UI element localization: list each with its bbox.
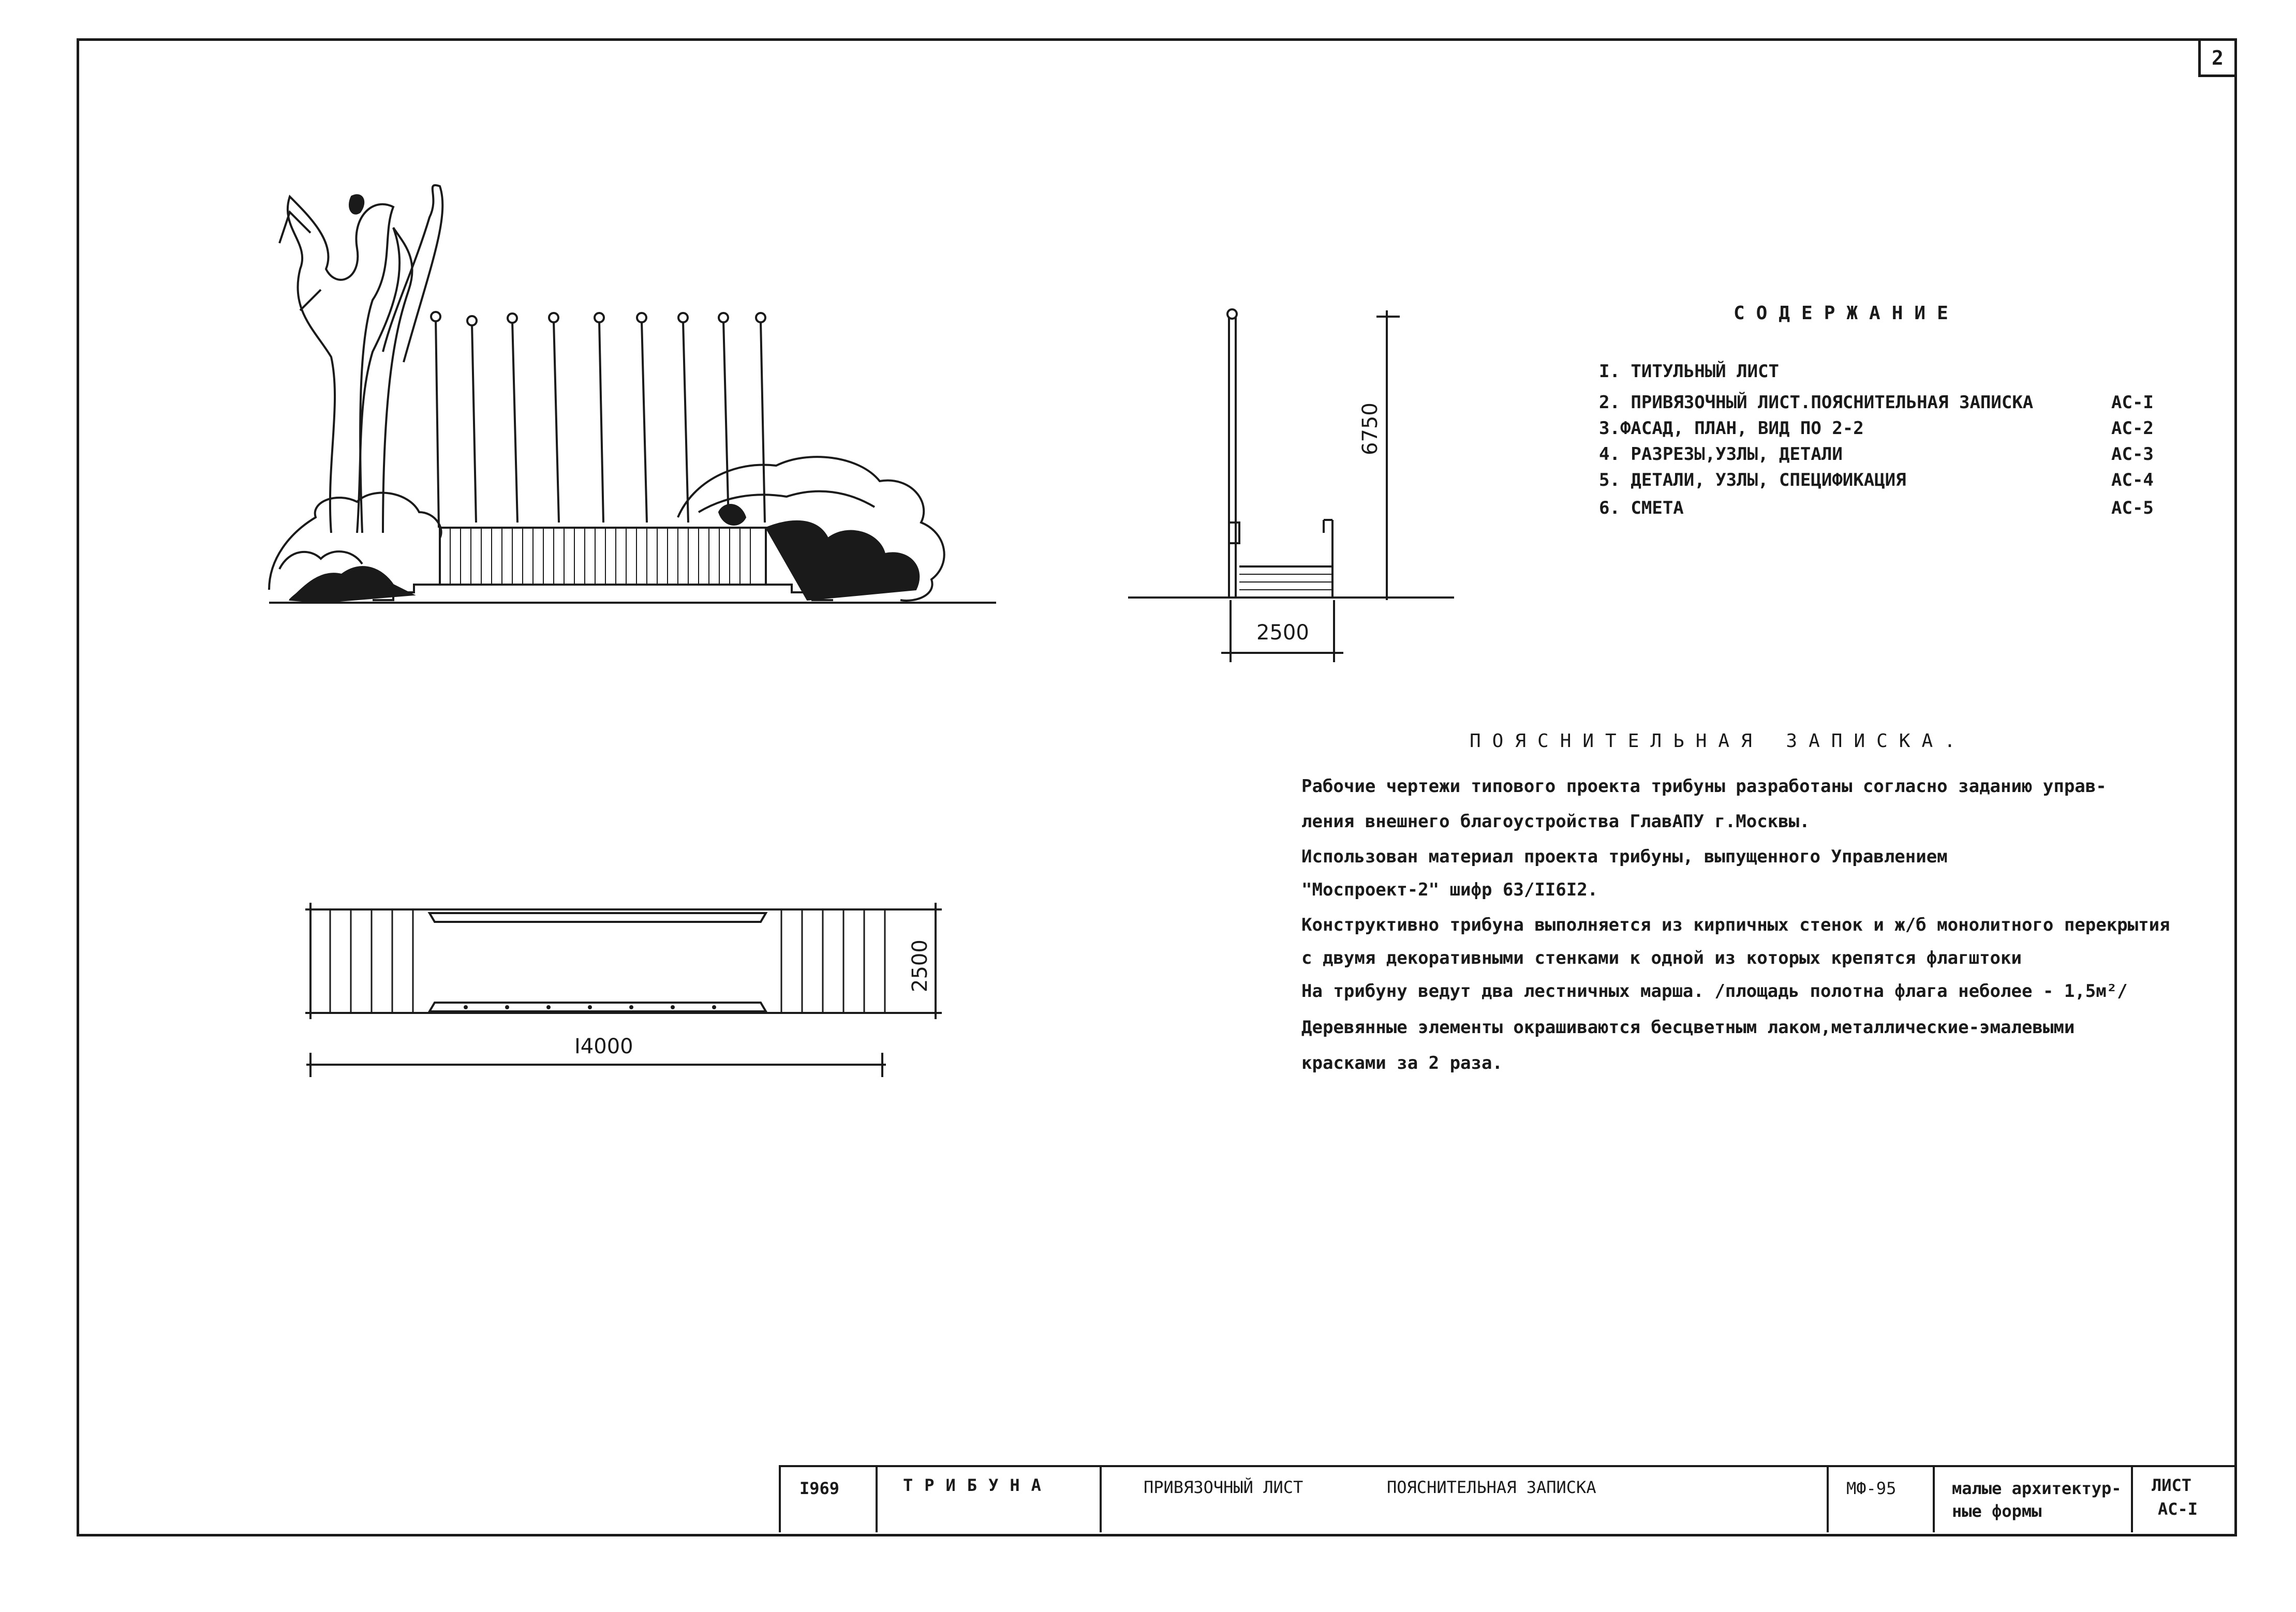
toc-item: 2. ПРИВЯЗОЧНЫЙ ЛИСТ.ПОЯСНИТЕЛЬНАЯ ЗАПИСК… <box>1599 392 2168 413</box>
title-block-sheet-label: ЛИСТ <box>2152 1475 2192 1495</box>
contents-heading: СОДЕРЖАНИЕ <box>1734 303 1960 324</box>
title-block-series: МФ-95 <box>1846 1479 1897 1498</box>
note-line: "Моспроект-2" шифр 63/II6I2. <box>1301 879 1598 900</box>
side-view <box>1128 308 1454 662</box>
note-line: На трибуну ведут два лестничных марша. /… <box>1301 981 2128 1002</box>
toc-item: 4. РАЗРЕЗЫ,УЗЛЫ, ДЕТАЛИ АС-3 <box>1599 444 2168 465</box>
title-block-object: ТРИБУНА <box>903 1475 1053 1495</box>
note-line: с двумя декоративными стенками к одной и… <box>1301 948 2022 968</box>
title-block-sheet-subtitle: ПОЯСНИТЕЛЬНАЯ ЗАПИСКА <box>1387 1477 1596 1497</box>
side-height-dimension: 6750 <box>1358 402 1382 455</box>
plan-length-dimension: I4000 <box>574 1035 633 1058</box>
title-block-category-line2: ные формы <box>1952 1501 2042 1521</box>
toc-code: АС-2 <box>2111 418 2154 439</box>
toc-item: I. ТИТУЛЬНЫЙ ЛИСТ <box>1599 361 2168 382</box>
title-block-year: I969 <box>799 1479 840 1498</box>
title-block-category-line1: малые архитектур- <box>1952 1479 2122 1498</box>
note-line: ления внешнего благоустройства ГлавАПУ г… <box>1301 811 1810 832</box>
facade-sketch <box>268 184 996 604</box>
plan-depth-dimension: 2500 <box>908 939 932 992</box>
title-block-divider <box>1933 1466 1935 1532</box>
title-block-divider <box>2131 1466 2133 1532</box>
title-block-divider <box>1827 1466 1829 1532</box>
note-line: Конструктивно трибуна выполняется из кир… <box>1301 915 2170 935</box>
toc-label: 5. ДЕТАЛИ, УЗЛЫ, СПЕЦИФИКАЦИЯ <box>1599 470 1906 490</box>
page-number: 2 <box>2198 38 2237 77</box>
toc-label: 3.ФАСАД, ПЛАН, ВИД ПО 2-2 <box>1599 418 1864 439</box>
note-line: Рабочие чертежи типового проекта трибуны… <box>1301 776 2107 797</box>
note-heading: ПОЯСНИТЕЛЬНАЯ ЗАПИСКА. <box>1470 730 1967 752</box>
toc-item: 6. СМЕТА АС-5 <box>1599 498 2168 518</box>
toc-item: 3.ФАСАД, ПЛАН, ВИД ПО 2-2 АС-2 <box>1599 418 2168 439</box>
note-line: Деревянные элементы окрашиваются бесцвет… <box>1301 1017 2075 1038</box>
side-width-dimension: 2500 <box>1256 621 1309 645</box>
toc-item: 5. ДЕТАЛИ, УЗЛЫ, СПЕЦИФИКАЦИЯ АС-4 <box>1599 470 2168 490</box>
toc-label: 6. СМЕТА <box>1599 498 1684 518</box>
plan-view <box>305 903 942 1077</box>
title-block-divider <box>1100 1466 1102 1532</box>
title-block-sheet-code: АС-I <box>2158 1499 2198 1519</box>
toc-label: 2. ПРИВЯЗОЧНЫЙ ЛИСТ.ПОЯСНИТЕЛЬНАЯ ЗАПИСК… <box>1599 392 2034 413</box>
toc-label: 4. РАЗРЕЗЫ,УЗЛЫ, ДЕТАЛИ <box>1599 444 1843 465</box>
toc-code: АС-I <box>2111 392 2154 413</box>
title-block-divider <box>876 1466 878 1532</box>
drawing-frame <box>77 38 2237 1536</box>
toc-code: АС-5 <box>2111 498 2154 518</box>
toc-code: АС-4 <box>2111 470 2154 490</box>
note-line: Использован материал проекта трибуны, вы… <box>1301 846 1948 867</box>
note-line: красками за 2 раза. <box>1301 1053 1503 1073</box>
title-block-sheet-title: ПРИВЯЗОЧНЫЙ ЛИСТ <box>1144 1477 1303 1497</box>
toc-label: I. ТИТУЛЬНЫЙ ЛИСТ <box>1599 361 1779 382</box>
title-block-divider <box>779 1466 781 1532</box>
toc-code: АС-3 <box>2111 444 2154 465</box>
